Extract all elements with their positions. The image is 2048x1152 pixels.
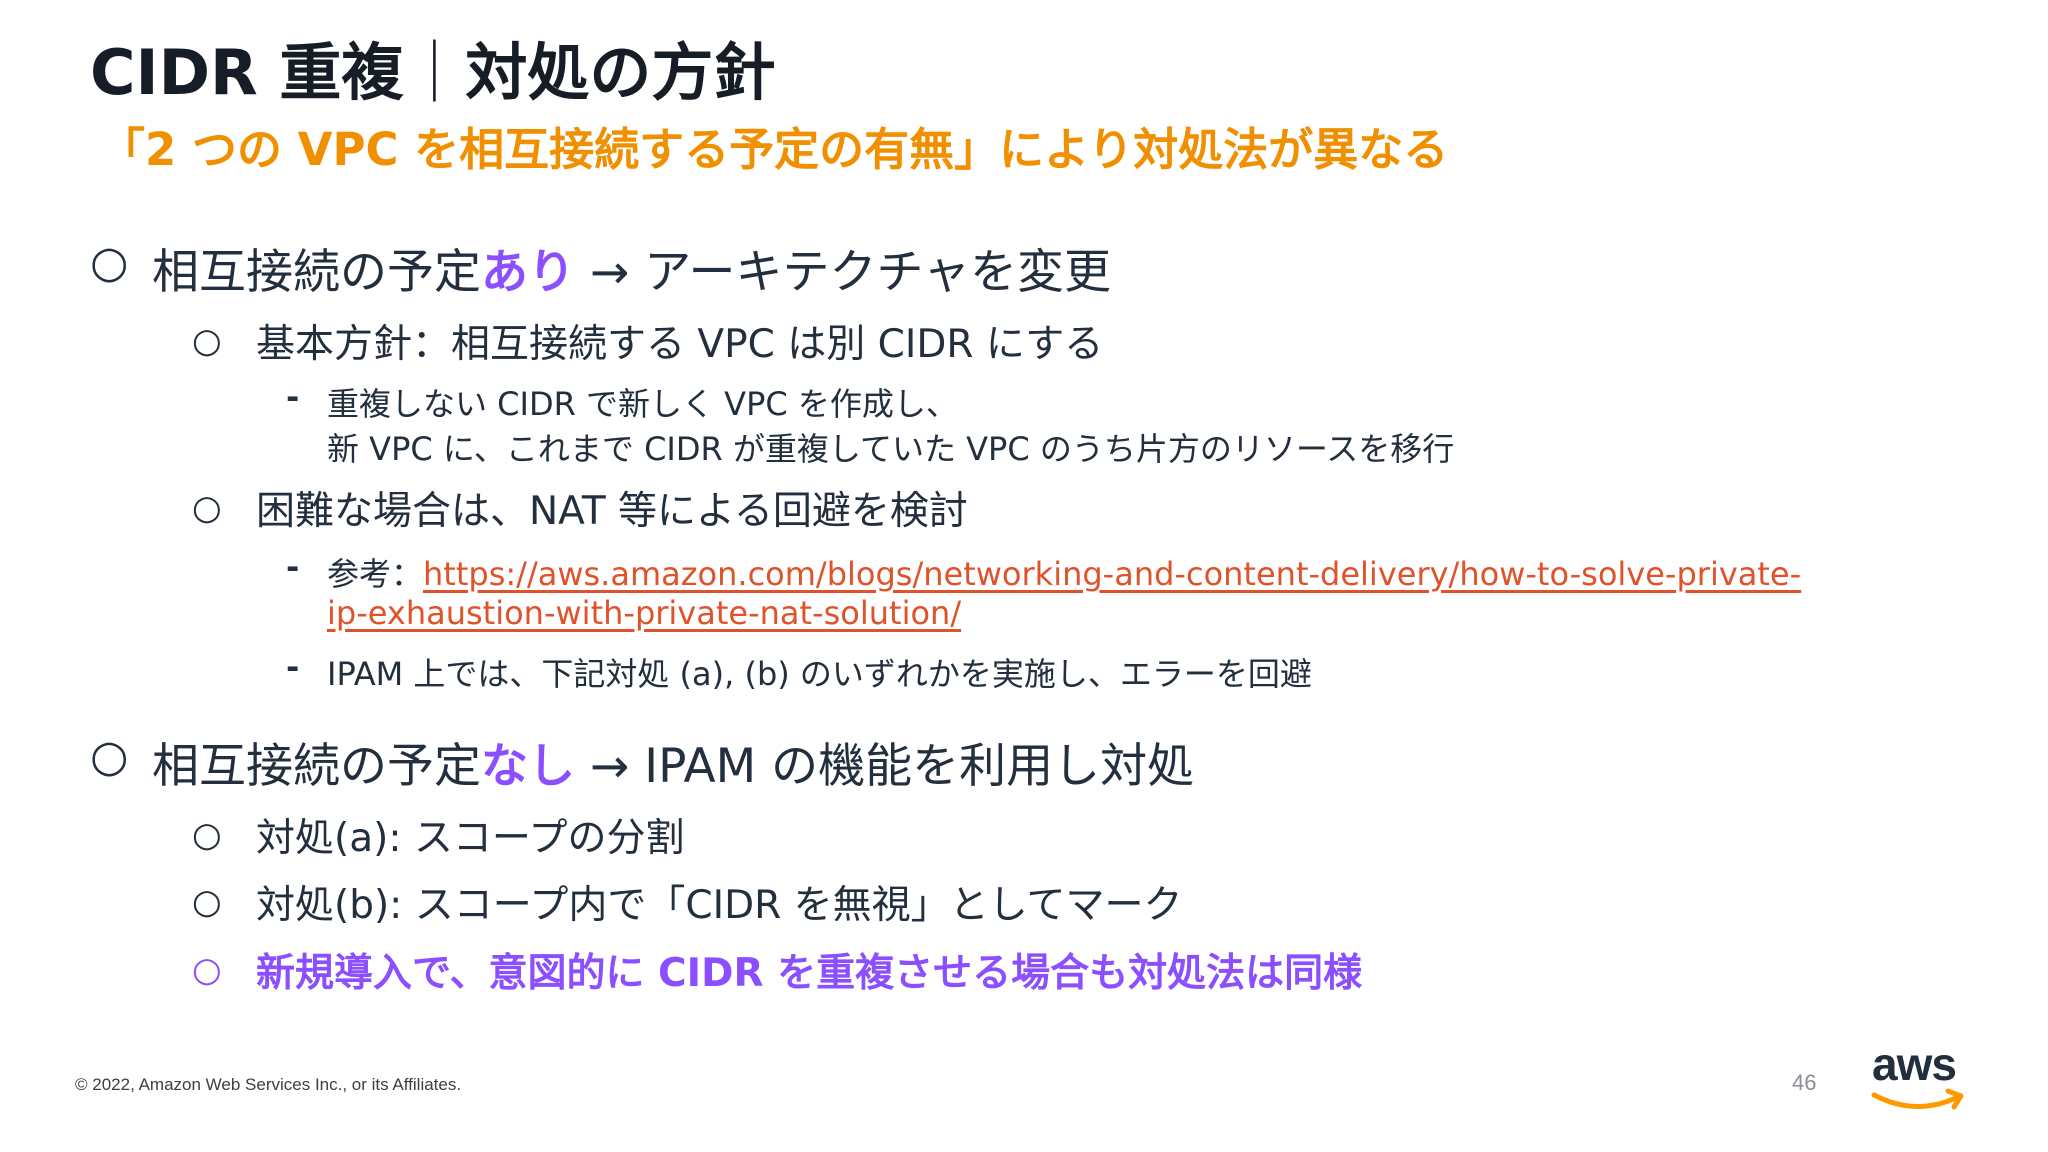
section1-suffix: → アーキテクチャを変更 (575, 245, 1111, 300)
section1-heading: 相互接続の予定あり → アーキテクチャを変更 (152, 233, 1111, 302)
copyright-text: © 2022, Amazon Web Services Inc., or its… (75, 1075, 462, 1094)
slide-subtitle: 「2 つの VPC を相互接続する予定の有無」により対処法が異なる (100, 123, 1449, 176)
section2-item1-text: 対処(a): スコープの分割 (256, 816, 685, 861)
slide-title: CIDR 重複｜対処の方針 (90, 22, 775, 112)
section1-item1-sub1-line2: 新 VPC に、これまで CIDR が重複していた VPC のうち片方のリソース… (327, 430, 1455, 468)
section2-item2-bullet: ○ (192, 882, 222, 922)
section1-item2-sub1-dash: - (286, 548, 300, 586)
reference-link-part2[interactable]: ip-exhaustion-with-private-nat-solution/ (327, 594, 962, 632)
section2-item1-bullet: ○ (192, 815, 222, 855)
reference-link-part1[interactable]: https://aws.amazon.com/blogs/networking-… (423, 555, 1802, 593)
aws-smile-icon (1871, 1088, 1964, 1110)
section1-emphasis: あり (481, 245, 575, 300)
section2-emphasis: なし (481, 739, 575, 794)
reference-label: 参考： (327, 555, 424, 593)
section1-item1-sub1-line1: 重複しない CIDR で新しく VPC を作成し、 (327, 385, 958, 423)
section2-suffix: → IPAM の機能を利用し対処 (575, 739, 1195, 794)
section2-item3-bullet: ○ (192, 950, 222, 990)
section2-heading: 相互接続の予定なし → IPAM の機能を利用し対処 (152, 727, 1194, 796)
title-sub: 対処の方針 (465, 36, 776, 109)
title-main: CIDR 重複 (90, 36, 404, 109)
section1-item1-bullet: ○ (192, 321, 222, 361)
reference-line: 参考：https://aws.amazon.com/blogs/networki… (327, 549, 1801, 595)
aws-logo: aws (1866, 1038, 1972, 1117)
section1-bullet: ○ (90, 237, 129, 288)
section1-item2-sub2-dash: - (286, 648, 300, 686)
aws-logo-text: aws (1872, 1038, 1957, 1090)
section1-item2-text: 困難な場合は、NAT 等による回避を検討 (256, 489, 968, 534)
section2-item3-text: 新規導入で、意図的に CIDR を重複させる場合も対処法は同様 (256, 951, 1363, 996)
section1-item2-bullet: ○ (192, 488, 222, 528)
reference-link-line2: ip-exhaustion-with-private-nat-solution/ (327, 594, 961, 632)
section1-item2-sub2-line1: IPAM 上では、下記対処 (a), (b) のいずれかを実施し、エラーを回避 (327, 655, 1312, 693)
section1-item1-sub1-dash: - (286, 378, 300, 416)
section2-item2-text: 対処(b): スコープ内で「CIDR を無視」としてマーク (256, 883, 1183, 928)
title-separator: ｜ (403, 36, 466, 109)
page-number: 46 (1792, 1070, 1817, 1095)
section1-item1-text: 基本方針：相互接続する VPC は別 CIDR にする (256, 322, 1104, 367)
section2-prefix: 相互接続の予定 (152, 739, 481, 794)
section2-bullet: ○ (90, 731, 129, 782)
section1-prefix: 相互接続の予定 (152, 245, 481, 300)
